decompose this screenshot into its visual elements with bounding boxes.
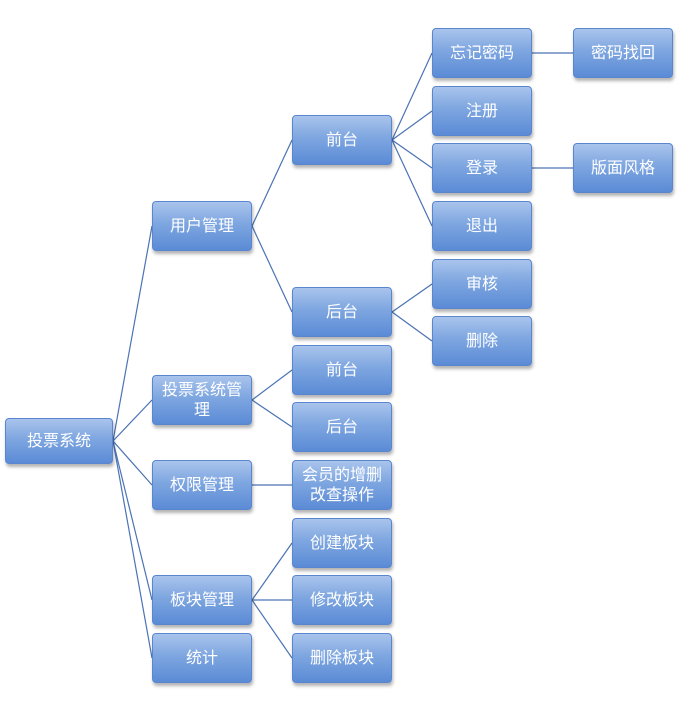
node-delete: 删除 [432,316,532,366]
connector-bm-to-bm-d [251,599,293,659]
node-vote-backend: 后台 [292,402,392,452]
node-vote-frontend: 前台 [292,345,392,395]
node-register: 注册 [432,86,532,136]
connector-um-b-to-del [391,311,433,342]
node-logout: 退出 [432,201,532,251]
node-user-frontend: 前台 [292,115,392,165]
connector-um-f-to-login [391,139,433,169]
node-create-board: 创建板块 [292,518,392,568]
connector-root-to-vsm [112,399,153,442]
connector-root-to-st [112,440,153,659]
node-review: 审核 [432,259,532,309]
node-board-management: 板块管理 [152,575,252,625]
connector-root-to-um [112,225,153,442]
node-login: 登录 [432,143,532,193]
node-delete-board: 删除板块 [292,633,392,683]
connector-um-b-to-review [391,283,433,313]
connector-um-to-um-b [251,225,293,313]
node-permission-management: 权限管理 [152,460,252,510]
connector-vsm-to-vsm-f [251,369,293,401]
connector-bm-to-bm-c [251,542,293,601]
node-member-crud: 会员的增删改查操作 [292,460,392,510]
connector-um-to-um-f [251,139,293,227]
node-edit-board: 修改板块 [292,575,392,625]
connector-root-to-bm [112,440,153,601]
node-vote-system-management: 投票系统管理 [152,375,252,425]
connector-um-f-to-reg [391,110,433,141]
connector-vsm-to-vsm-b [251,399,293,428]
node-root: 投票系统 [5,418,113,464]
node-user-management: 用户管理 [152,201,252,251]
node-forgot-password: 忘记密码 [432,28,532,78]
connector-um-f-to-fp [391,52,433,141]
connector-root-to-pm [112,440,153,486]
node-password-recovery: 密码找回 [573,28,673,78]
node-statistics: 统计 [152,633,252,683]
connector-um-f-to-logout [391,139,433,227]
node-user-backend: 后台 [292,287,392,337]
node-page-style: 版面风格 [573,143,673,193]
